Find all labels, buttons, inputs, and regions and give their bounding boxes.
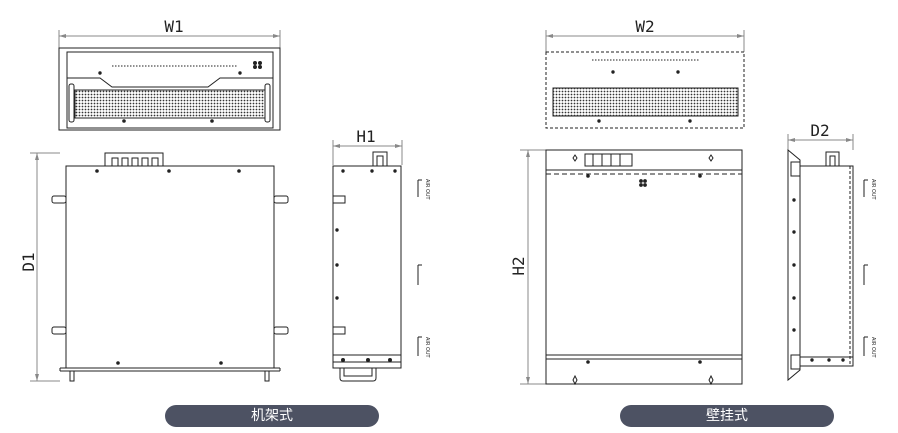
w1-label: W1 bbox=[164, 17, 183, 36]
rack-mount-label: 机架式 bbox=[165, 405, 379, 427]
h1-label: H1 bbox=[356, 127, 375, 146]
wall-back-view bbox=[520, 149, 743, 386]
w2-label: W2 bbox=[635, 17, 654, 36]
air-out-label: AIR OUT bbox=[870, 179, 876, 201]
rack-top-view bbox=[30, 152, 289, 382]
wall-side-view bbox=[787, 134, 868, 382]
rack-front-view bbox=[58, 30, 281, 131]
air-out-label: AIR OUT bbox=[424, 179, 430, 201]
d2-label: D2 bbox=[810, 121, 829, 140]
h2-label: H2 bbox=[509, 256, 528, 275]
wall-mount-label: 壁挂式 bbox=[620, 405, 834, 427]
air-out-label: AIR OUT bbox=[870, 337, 876, 359]
wall-front-view bbox=[545, 30, 745, 129]
rack-side-view bbox=[332, 140, 422, 382]
air-out-label: AIR OUT bbox=[424, 337, 430, 359]
d1-label: D1 bbox=[19, 252, 38, 271]
